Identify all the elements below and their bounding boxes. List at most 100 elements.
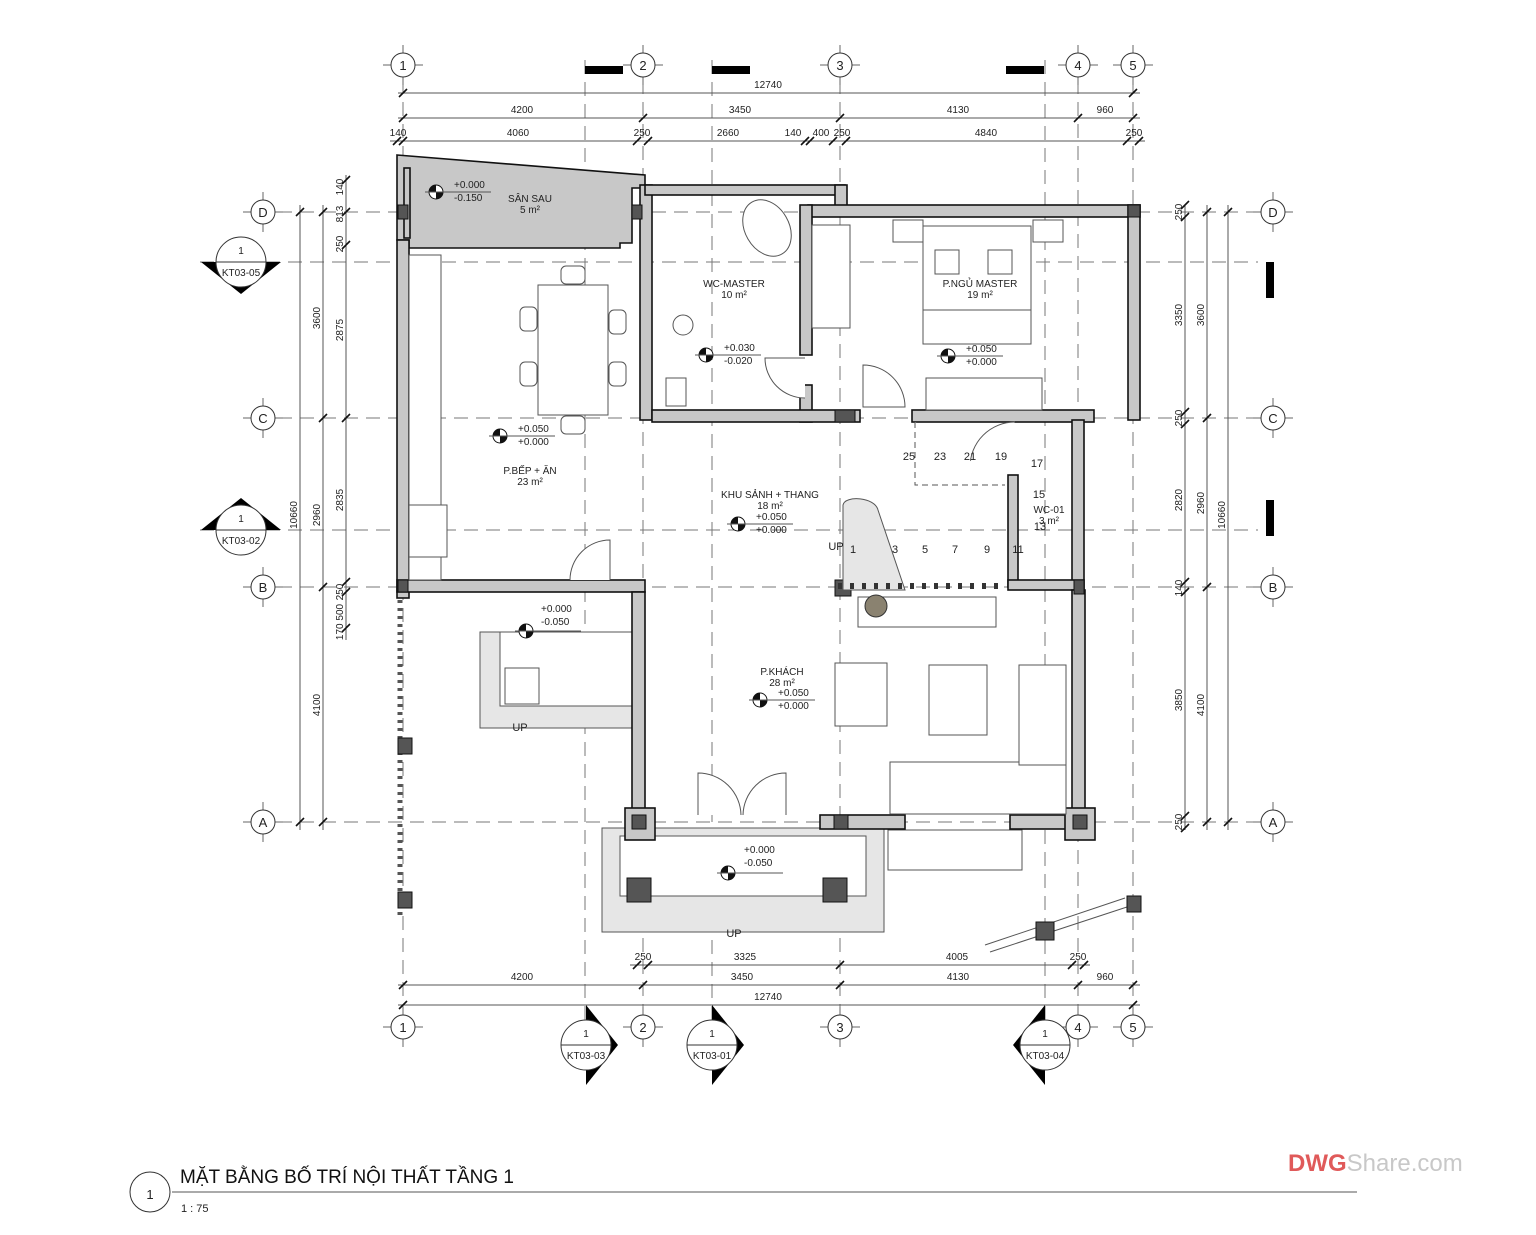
grid-axis-label: C <box>1268 411 1277 426</box>
grid-bubble-column: 1 <box>383 45 423 85</box>
dimension-value: 140 <box>785 128 802 139</box>
dimension-value: 3350 <box>1174 303 1185 326</box>
dimension-value: 250 <box>1174 813 1185 830</box>
dimension-value: 4200 <box>511 105 534 116</box>
stair-step-number: 13 <box>1034 521 1046 533</box>
grid-axis-label: 1 <box>399 1020 406 1035</box>
dimension-value: 3325 <box>734 952 757 963</box>
grid-axis-label: 2 <box>639 58 646 73</box>
elevation-bottom: -0.050 <box>744 858 773 869</box>
dimension-value: 3850 <box>1174 688 1185 711</box>
dimension-value: 140 <box>1174 579 1185 596</box>
section-sheet-ref: KT03-04 <box>1026 1051 1065 1062</box>
dimension-value: 250 <box>1174 409 1185 426</box>
room-name: P.KHÁCH <box>760 665 803 678</box>
dimension-value: 4100 <box>312 693 323 716</box>
level-marker-icon <box>489 428 555 444</box>
grid-bubble-row: D <box>243 192 283 232</box>
toilet <box>672 314 694 336</box>
dimension-value: 4200 <box>511 972 534 983</box>
grid-axis-label: 4 <box>1074 58 1081 73</box>
dimension-value: 2835 <box>335 488 346 511</box>
room-name: WC-01 <box>1033 505 1065 516</box>
elevation-top: +0.000 <box>454 180 485 191</box>
dimension-value: 10660 <box>289 501 300 529</box>
elevation-bottom: +0.000 <box>518 437 549 448</box>
grid-axis-label: C <box>258 411 267 426</box>
grid-axis-label: 5 <box>1129 58 1136 73</box>
grid-bubble-row: A <box>1253 802 1293 842</box>
stair-step-number: 21 <box>964 451 976 463</box>
room-area: 3 m² <box>1039 516 1060 527</box>
grid-bubble-column: 5 <box>1113 1007 1153 1047</box>
dimension-value: 250 <box>1070 952 1087 963</box>
grid-bubble-column: 2 <box>623 45 663 85</box>
grid-axis-label: 4 <box>1074 1020 1081 1035</box>
grid-axis-label: 3 <box>836 58 843 73</box>
dimension-value: 250 <box>1174 203 1185 220</box>
level-marker-icon <box>717 865 783 881</box>
drawing-title: MẶT BẰNG BỐ TRÍ NỘI THẤT TẦNG 1 <box>180 1166 514 1188</box>
grid-bubble-row: D <box>1253 192 1293 232</box>
grid-bubble-column: 4 <box>1058 1007 1098 1047</box>
grid-axis-label: B <box>259 580 268 595</box>
stair-step-number: 19 <box>995 451 1007 463</box>
dimension-value: 250 <box>634 128 651 139</box>
grid-bubble-column: 2 <box>623 1007 663 1047</box>
dimension-value: 12740 <box>754 80 782 91</box>
section-number: 1 <box>1042 1029 1048 1040</box>
watermark-logo: DWGShare.com <box>1288 1150 1463 1177</box>
stair-step-number: 3 <box>892 544 898 556</box>
dimension-value: 813 <box>335 205 346 222</box>
dimension-value: 4130 <box>947 105 970 116</box>
elevation-bottom: +0.000 <box>778 701 809 712</box>
dimension-value: 170 500 <box>335 603 346 640</box>
stair-step-number: 9 <box>984 544 990 556</box>
dimension-value: 140 <box>335 178 346 195</box>
sofa <box>889 761 1067 815</box>
room-name: KHU SẢNH + THANG <box>721 488 819 501</box>
furniture <box>408 199 1067 816</box>
dimension-value: 250 <box>335 583 346 600</box>
stair-step-number: 5 <box>922 544 928 556</box>
stair-step-number: 23 <box>934 451 946 463</box>
grid-axis-label: 5 <box>1129 1020 1136 1035</box>
room-area: 5 m² <box>520 205 541 216</box>
section-sheet-ref: KT03-05 <box>222 268 261 279</box>
dimension-value: 250 <box>1126 128 1143 139</box>
elevation-top: +0.030 <box>724 343 755 354</box>
walls <box>396 154 1142 941</box>
stair-step-number: 7 <box>952 544 958 556</box>
dimension-value: 3450 <box>729 105 752 116</box>
drawing-scale: 1 : 75 <box>181 1203 209 1215</box>
grid-bubble-row: B <box>1253 567 1293 607</box>
elevation-bottom: +0.000 <box>756 525 787 536</box>
grid-axis-label: 1 <box>399 58 406 73</box>
elevation-top: +0.050 <box>756 512 787 523</box>
watermark-domain: Share.com <box>1347 1150 1463 1177</box>
watermark-brand: DWG <box>1288 1150 1347 1177</box>
stair-step-number: 15 <box>1033 489 1045 501</box>
dimension-value: 4005 <box>946 952 969 963</box>
stair-up-label: UP <box>828 541 843 553</box>
dimension-value: 3600 <box>312 306 323 329</box>
dimension-value: 400 <box>813 128 830 139</box>
room-area: 28 m² <box>769 678 795 689</box>
section-cut-bars <box>585 66 1274 536</box>
level-marker-icon <box>695 347 761 363</box>
grid-bubble-column: 4 <box>1058 45 1098 85</box>
elevation-top: +0.050 <box>518 424 549 435</box>
section-sheet-ref: KT03-02 <box>222 536 261 547</box>
room-name: WC-MASTER <box>703 279 765 290</box>
drawing-number: 1 <box>146 1187 153 1202</box>
dimension-value: 2960 <box>1196 491 1207 514</box>
section-number: 1 <box>709 1029 715 1040</box>
dimension-value: 2660 <box>717 128 740 139</box>
dimension-value: 250 <box>635 952 652 963</box>
